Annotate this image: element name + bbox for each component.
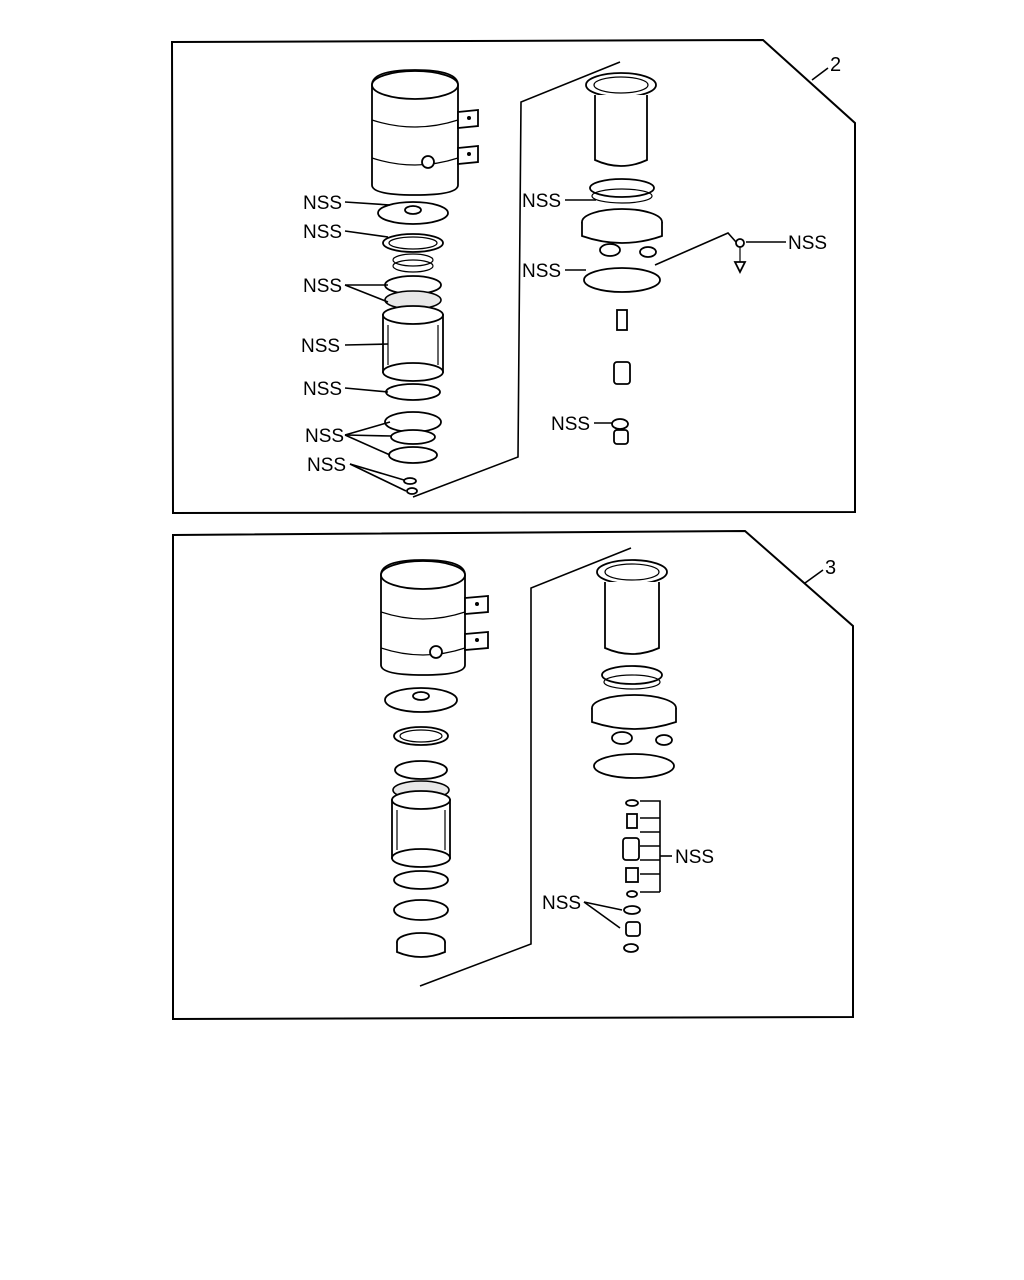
nss-label: NSS: [788, 233, 827, 254]
flange-plate: [384, 687, 458, 713]
bottom-disc: [385, 383, 441, 401]
drain-valve-assembly: [622, 799, 640, 898]
panel-2-connector-line: [412, 61, 621, 498]
drain-washer: [403, 477, 418, 495]
bowl-seal: [589, 178, 655, 204]
panel-3: 3: [172, 529, 854, 1021]
panel-2-number: 2: [830, 54, 841, 76]
panel-2-leaders: [344, 199, 786, 492]
drain-plug: [623, 905, 641, 953]
panel-3-connector-line: [419, 547, 632, 987]
nss-label: NSS: [551, 414, 590, 435]
bottom-cap: [396, 932, 446, 958]
nss-label: NSS: [522, 261, 561, 282]
filter-element: [382, 305, 444, 382]
mounting-base: [591, 694, 677, 746]
panel-3-leaders: [583, 800, 672, 929]
perforated-cap: [384, 275, 442, 310]
screw-bolt: [733, 238, 747, 275]
bowl-cup: [585, 72, 657, 167]
base-o-ring: [583, 267, 661, 293]
nss-label: NSS: [303, 379, 342, 400]
nss-label: NSS: [542, 893, 581, 914]
nss-label: NSS: [303, 276, 342, 297]
nss-label: NSS: [303, 193, 342, 214]
nss-label: NSS: [305, 426, 344, 447]
mounting-base: [581, 208, 663, 258]
panel-3-number: 3: [825, 557, 836, 579]
panel-2-border: [170, 38, 856, 515]
filter-element: [391, 790, 451, 868]
perforated-plate: [393, 899, 449, 921]
nss-label: NSS: [303, 222, 342, 243]
drain-stem: [616, 309, 628, 331]
panel-3-border: [172, 529, 854, 1021]
canister-housing: [380, 559, 489, 676]
bowl-cup: [596, 559, 668, 655]
bottom-disc: [393, 870, 449, 890]
base-o-ring: [593, 753, 675, 779]
canister-housing: [371, 69, 479, 196]
bowl-seal: [601, 665, 663, 690]
flange-plate: [377, 201, 449, 225]
drain-plug: [611, 418, 629, 445]
perforated-plate: [384, 411, 442, 464]
panel-2: 2: [170, 38, 856, 515]
nss-label: NSS: [522, 191, 561, 212]
spring-coil: [392, 253, 434, 273]
gasket-ring: [382, 233, 444, 253]
nss-label: NSS: [307, 455, 346, 476]
nss-label: NSS: [301, 336, 340, 357]
drain-valve: [613, 361, 631, 385]
gasket-ring: [393, 726, 449, 746]
nss-label: NSS: [675, 847, 714, 868]
